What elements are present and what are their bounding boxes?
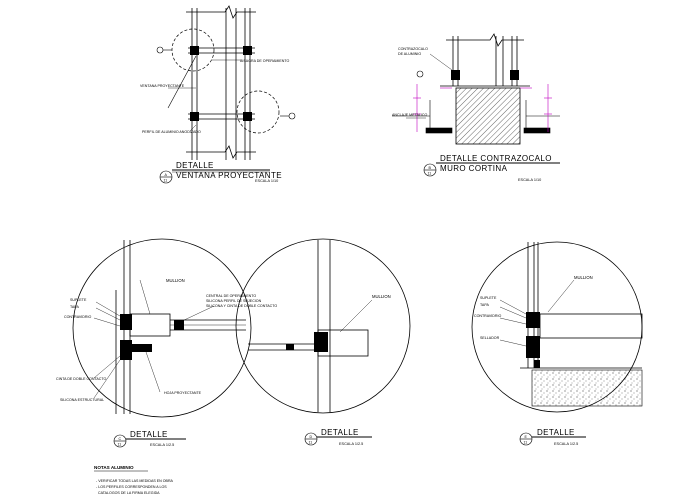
detail-d-profile-fills — [286, 332, 328, 352]
detail-b-title-2: MURO CORTINA — [440, 164, 508, 173]
detail-c-profile-fills — [120, 314, 184, 360]
detail-e-concrete-slab — [531, 369, 643, 407]
detail-e-label-mullion: MULLION — [574, 275, 593, 280]
detail-a-ventana-proyectante: BISAGRA DE OPERAMIENTO VENTANA PROYECTAN… — [140, 5, 296, 184]
detail-d-marker-sheet: 11 — [309, 441, 313, 445]
detail-a-leaders — [168, 59, 240, 132]
detail-d-leader — [339, 299, 373, 333]
detail-e-marker-sheet: 11 — [524, 441, 528, 445]
detail-e-title-marker — [519, 432, 586, 446]
detail-a-label-perfil: PERFIL DE ALUMINIO ANODIZADO — [142, 130, 201, 134]
detail-b-side-details — [392, 70, 560, 134]
detail-a-scale: ESCALA 1/10 — [255, 179, 278, 183]
notes-line-2: - LOS PERFILES CORRESPONDEN A LOS — [96, 485, 167, 489]
detail-c-label-tapa: TAPA — [70, 305, 79, 309]
detail-d-circle — [235, 238, 411, 414]
detail-d-section — [248, 240, 369, 412]
detail-b-marker-sheet: 11 — [428, 172, 432, 176]
detail-b-title-marker — [423, 162, 560, 177]
detail-e-title: DETALLE — [537, 428, 575, 437]
notes-block: NOTAS ALUMINIO - VERIFICAR TODAS LAS MED… — [94, 465, 174, 495]
detail-d-label-mullion: MULLION — [372, 294, 391, 299]
detail-b-leaders — [406, 53, 453, 119]
detail-c-title-marker — [113, 434, 186, 448]
detail-d: MULLION D 11 DETALLE ESCALA 1/2.5 — [235, 238, 411, 446]
detail-e-label-sellador: SELLADOR — [480, 336, 500, 340]
detail-a-title-2: VENTANA PROYECTANTE — [176, 171, 282, 180]
notes-line-1: - VERIFICAR TODAS LAS MEDIDAS EN OBRA — [96, 479, 174, 483]
detail-c-label-suplete: SUPLETE — [70, 298, 87, 302]
detail-c-label-contravidrio: CONTRAVIDRIO — [64, 315, 91, 319]
notes-title: NOTAS ALUMINIO — [94, 465, 134, 470]
detail-d-scale: ESCALA 1/2.5 — [339, 442, 363, 446]
detail-a-title-marker — [159, 169, 270, 184]
detail-d-marker-letter: D — [310, 435, 313, 439]
detail-a-label-bisagra: BISAGRA DE OPERAMIENTO — [240, 59, 289, 63]
detail-c-label-centro-1: CENTRAL DE OPERAMIENTO — [206, 294, 256, 298]
detail-b-label-anclaje: ANCLAJE METALICO — [392, 113, 427, 117]
detail-e-scale: ESCALA 1/2.5 — [554, 442, 578, 446]
detail-c-label-centro-2: SILICONA PERFIL DE SUJECION — [206, 299, 262, 303]
detail-e-profile-fills — [526, 312, 540, 368]
detail-c-title: DETALLE — [130, 430, 168, 439]
detail-a-label-ventana: VENTANA PROYECTANTE — [140, 84, 185, 88]
detail-b-magenta-dimensions — [413, 84, 552, 132]
detail-e-leaders — [499, 279, 575, 347]
detail-b-marker-letter: B — [429, 166, 432, 170]
notes-line-3: CATALOGOS DE LA FIRMA ELEGIDA — [98, 491, 160, 495]
detail-a-frame-lines — [167, 5, 256, 160]
detail-c-label-cinta: CINTA DE DOBLE CONTACTO — [56, 377, 107, 381]
detail-a-profile-fills — [190, 46, 252, 121]
detail-b-base-profiles — [451, 70, 519, 80]
detail-c: MULLION SUPLETE TAPA CONTRAVIDRIO CINTA … — [56, 238, 277, 448]
detail-c-label-centro-3: SILICONA Y CINTA DE DOBLE CONTACTO — [206, 304, 277, 308]
detail-a-section-markers — [156, 46, 296, 120]
detail-d-title-marker — [304, 432, 372, 446]
detail-b-contrazocalo: CONTRAZOCALO DE ALUMINIO ANCLAJE METALIC… — [392, 33, 560, 182]
detail-a-marker-letter: A — [165, 173, 168, 177]
detail-a-title: DETALLE — [176, 161, 214, 170]
detail-b-hatched-base — [455, 87, 521, 145]
detail-c-label-mullion: MULLION — [166, 278, 185, 283]
detail-e-label-contravidrio: CONTRAVIDRIO — [474, 314, 501, 318]
detail-b-label-contrazocalo: CONTRAZOCALO — [398, 47, 428, 51]
detail-c-circle — [72, 238, 252, 418]
detail-c-scale: ESCALA 1/2.5 — [150, 443, 174, 447]
detail-a-callout-circles — [171, 28, 280, 134]
detail-d-title: DETALLE — [321, 428, 359, 437]
detail-c-leaders — [93, 279, 215, 399]
detail-e-label-tapa: TAPA — [480, 303, 489, 307]
detail-e: MULLION SUPLETE TAPA CONTRAVIDRIO SELLAD… — [471, 241, 643, 446]
detail-a-marker-sheet: 11 — [164, 179, 168, 183]
detail-c-label-hoja: HOJA PROYECTANTE — [164, 391, 202, 395]
detail-c-label-silicona: SILICONA ESTRUCTURAL — [60, 398, 104, 402]
detail-c-marker-sheet: 11 — [118, 443, 122, 447]
detail-c-marker-letter: C — [119, 437, 122, 441]
detail-b-title: DETALLE CONTRAZOCALO — [440, 154, 552, 163]
detail-b-label-aluminio: DE ALUMINIO — [398, 52, 421, 56]
detail-e-marker-letter: E — [525, 435, 528, 439]
detail-e-label-suplete: SUPLETE — [480, 296, 497, 300]
detail-b-scale: ESCALA 1/10 — [518, 178, 541, 182]
